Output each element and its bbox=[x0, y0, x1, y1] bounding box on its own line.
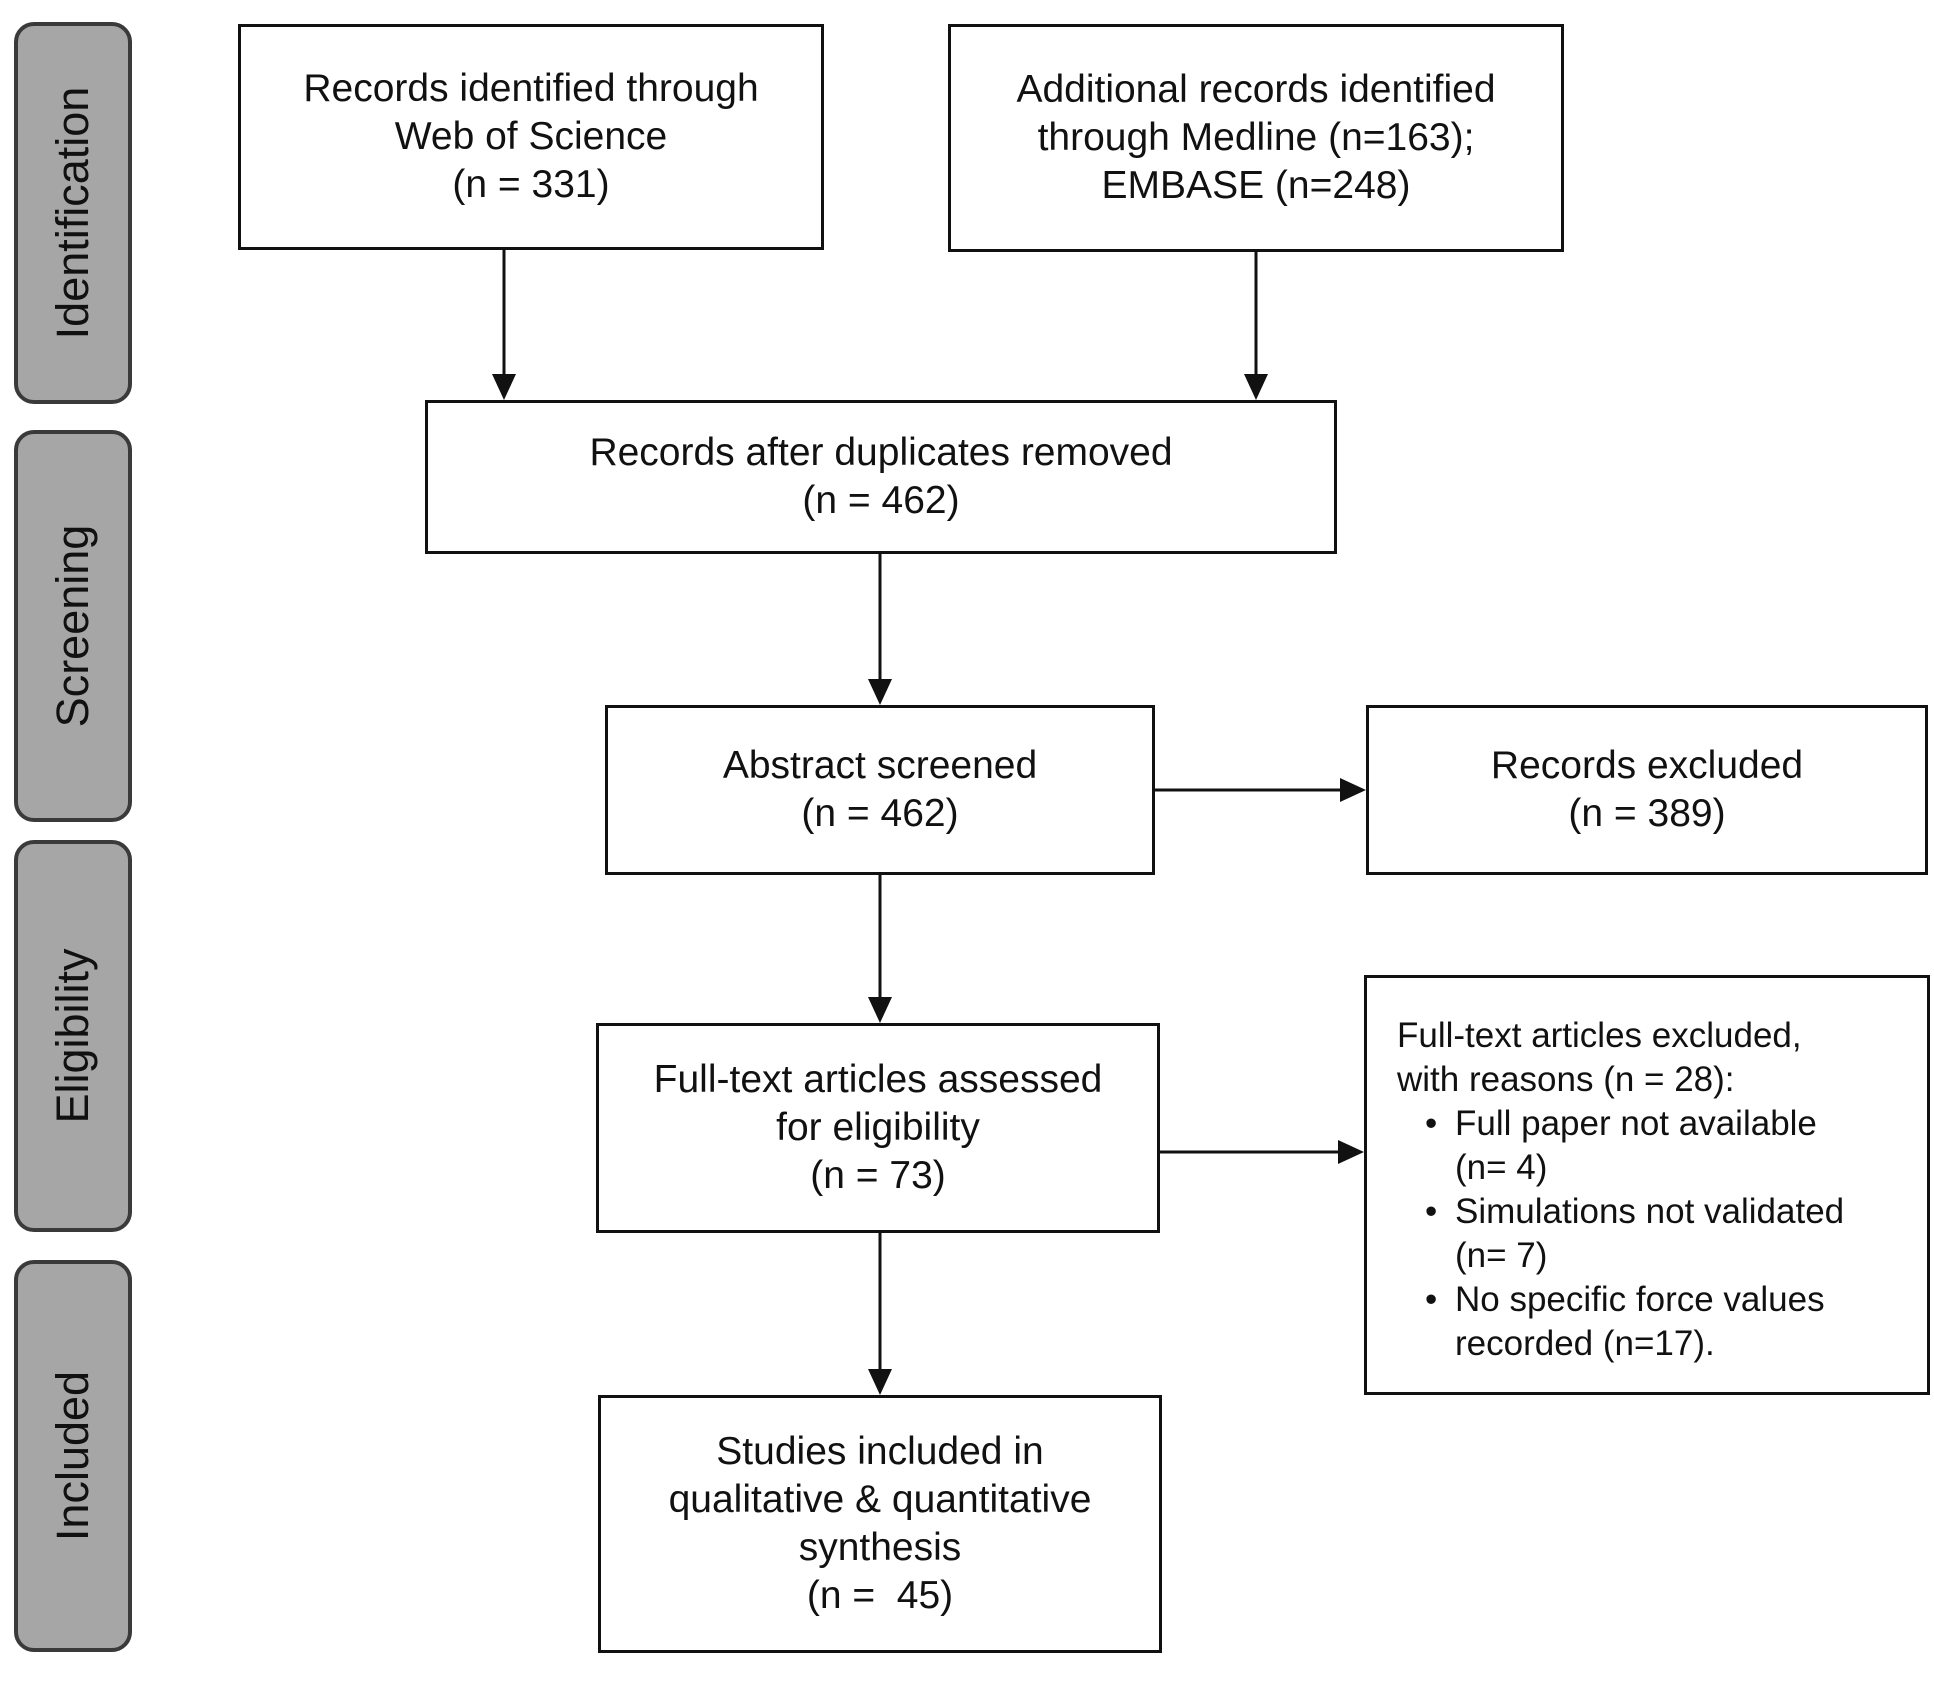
dedup-line-2: (n = 462) bbox=[802, 479, 960, 522]
fulltext-line-2: for eligibility bbox=[776, 1106, 980, 1149]
arrowhead-fulltext bbox=[868, 997, 892, 1023]
reason-2-line-2: (n= 7) bbox=[1455, 1236, 1548, 1275]
wos-line-3: (n = 331) bbox=[452, 163, 610, 206]
reason-2-line-1: Simulations not validated bbox=[1455, 1192, 1845, 1231]
included-line-1: Studies included in bbox=[716, 1430, 1044, 1473]
included-line-2: qualitative & quantitative bbox=[668, 1478, 1092, 1521]
reason-1-line-2: (n= 4) bbox=[1455, 1148, 1548, 1187]
additional-records-box: Additional records identified through Me… bbox=[948, 24, 1564, 252]
abstract-line-2: (n = 462) bbox=[801, 792, 959, 835]
excluded-line-2: (n = 389) bbox=[1568, 792, 1726, 835]
abstract-screened-box: Abstract screened (n = 462) bbox=[605, 705, 1155, 875]
full-text-assessed-box: Full-text articles assessed for eligibil… bbox=[596, 1023, 1160, 1233]
phase-screening: Screening bbox=[14, 430, 132, 822]
wos-line-1: Records identified through bbox=[303, 67, 759, 110]
included-line-4: (n = 45) bbox=[806, 1574, 954, 1617]
phase-included: Included bbox=[14, 1260, 132, 1652]
included-line-3: synthesis bbox=[798, 1526, 962, 1569]
arrowhead-excluded bbox=[1340, 778, 1366, 802]
additional-line-2: through Medline (n=163); bbox=[1037, 116, 1475, 159]
arrowhead-dedup bbox=[868, 679, 892, 705]
fulltext-line-3: (n = 73) bbox=[810, 1154, 946, 1197]
reason-1-line-1: Full paper not available bbox=[1455, 1104, 1817, 1143]
phase-eligibility: Eligibility bbox=[14, 840, 132, 1232]
arrowhead-included bbox=[868, 1369, 892, 1395]
studies-included-box: Studies included in qualitative & quanti… bbox=[598, 1395, 1162, 1653]
arrowhead-ftexcluded bbox=[1338, 1140, 1364, 1164]
fulltext-line-1: Full-text articles assessed bbox=[653, 1058, 1103, 1101]
exclusion-reasons-list: Full paper not available (n= 4) Simulati… bbox=[1397, 1102, 1844, 1366]
phase-identification: Identification bbox=[14, 22, 132, 404]
wos-line-2: Web of Science bbox=[394, 115, 668, 158]
exclusion-reason-item: Simulations not validated (n= 7) bbox=[1425, 1190, 1844, 1278]
reason-3-line-1: No specific force values bbox=[1455, 1280, 1825, 1319]
additional-line-1: Additional records identified bbox=[1016, 68, 1496, 111]
records-excluded-box: Records excluded (n = 389) bbox=[1366, 705, 1928, 875]
arrowhead-additional bbox=[1244, 374, 1268, 400]
arrowhead-wos bbox=[492, 374, 516, 400]
ft-excluded-header-2: with reasons (n = 28): bbox=[1397, 1060, 1735, 1099]
reason-3-line-2: recorded (n=17). bbox=[1455, 1324, 1715, 1363]
exclusion-reason-item: Full paper not available (n= 4) bbox=[1425, 1102, 1844, 1190]
additional-line-3: EMBASE (n=248) bbox=[1101, 164, 1411, 207]
records-after-duplicates-box: Records after duplicates removed (n = 46… bbox=[425, 400, 1337, 554]
ft-excluded-header-1: Full-text articles excluded, bbox=[1397, 1016, 1802, 1055]
exclusion-reason-item: No specific force values recorded (n=17)… bbox=[1425, 1278, 1844, 1366]
dedup-line-1: Records after duplicates removed bbox=[589, 431, 1173, 474]
abstract-line-1: Abstract screened bbox=[722, 744, 1038, 787]
full-text-excluded-box: Full-text articles excluded, with reason… bbox=[1364, 975, 1930, 1395]
excluded-line-1: Records excluded bbox=[1490, 744, 1804, 787]
records-web-of-science-box: Records identified through Web of Scienc… bbox=[238, 24, 824, 250]
